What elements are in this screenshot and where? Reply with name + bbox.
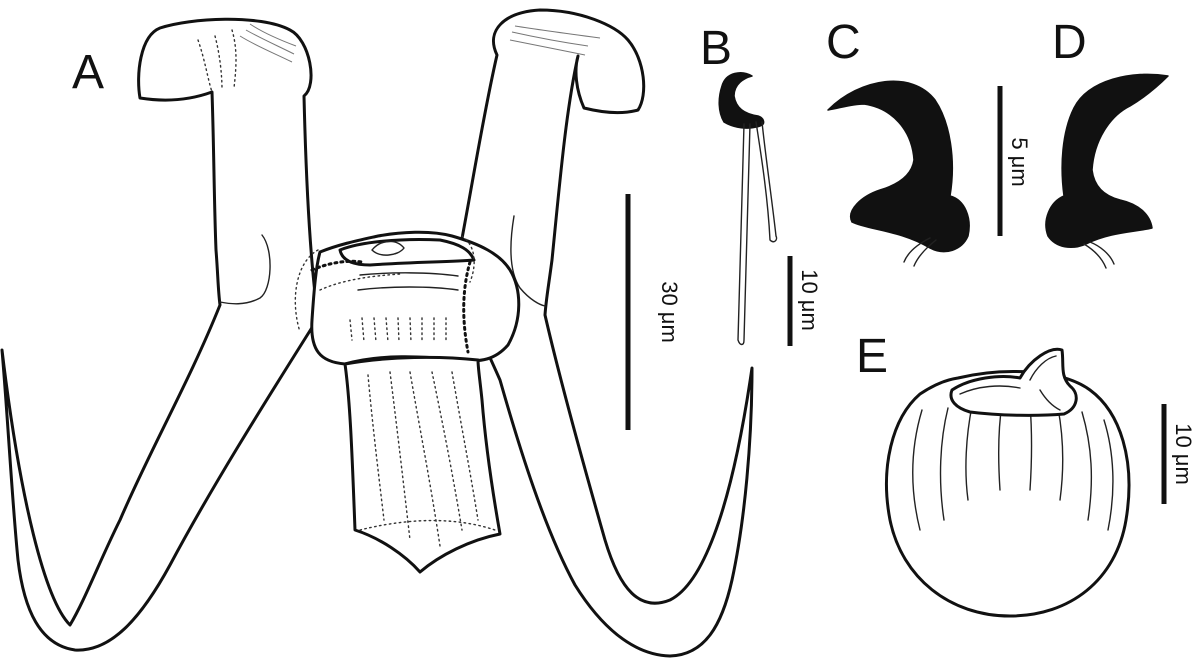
panel-c-drawing <box>827 80 970 267</box>
right-anchor-root-detail <box>510 215 546 307</box>
scale-bar-cd-label: 5 μm <box>1007 137 1032 186</box>
panel-b-drawing <box>718 72 778 346</box>
hook-d-sickle <box>1045 73 1169 249</box>
scale-bar-a-label: 30 μm <box>657 281 682 343</box>
panel-d-drawing <box>1045 73 1169 269</box>
hook-c-filament <box>903 237 937 267</box>
hook-d-filament <box>1083 241 1115 269</box>
membrane-striations <box>359 371 496 547</box>
ventral-bar-dotted-bold <box>310 259 472 354</box>
panel-e-drawing <box>885 347 1131 618</box>
ventral-bar-ridge <box>338 237 476 267</box>
right-anchor-root-hatch <box>509 25 601 56</box>
panel-c-label: C <box>826 16 861 69</box>
scale-bar-b-label: 10 μm <box>797 269 822 331</box>
egg-body <box>885 370 1131 618</box>
marginal-hook-filament <box>737 121 778 346</box>
ventral-bar-notch <box>371 240 405 256</box>
marginal-hook-sickle <box>718 72 765 129</box>
panel-b-label: B <box>700 22 732 75</box>
panel-a-drawing <box>0 8 754 658</box>
right-anchor <box>453 8 754 658</box>
panel-a-label: A <box>72 46 104 99</box>
ventral-bar-inner-edge <box>357 272 459 291</box>
egg-operculum-detail <box>959 355 1061 411</box>
left-anchor-root-hatch <box>197 29 237 93</box>
ventral-bar-membrane <box>343 355 502 574</box>
panel-d-label: D <box>1052 16 1087 69</box>
ventral-bar-dotted-outline <box>294 235 475 333</box>
left-anchor <box>0 17 320 652</box>
egg-operculum <box>949 347 1078 417</box>
left-anchor-root-detail <box>219 234 271 305</box>
hook-c-sickle <box>827 80 970 253</box>
egg-ridges <box>912 403 1114 531</box>
ventral-bar-striations <box>349 317 447 343</box>
scale-bar-e-label: 10 μm <box>1171 423 1196 485</box>
panel-e-label: E <box>856 330 888 383</box>
left-anchor-root-hatch-2 <box>239 23 297 63</box>
